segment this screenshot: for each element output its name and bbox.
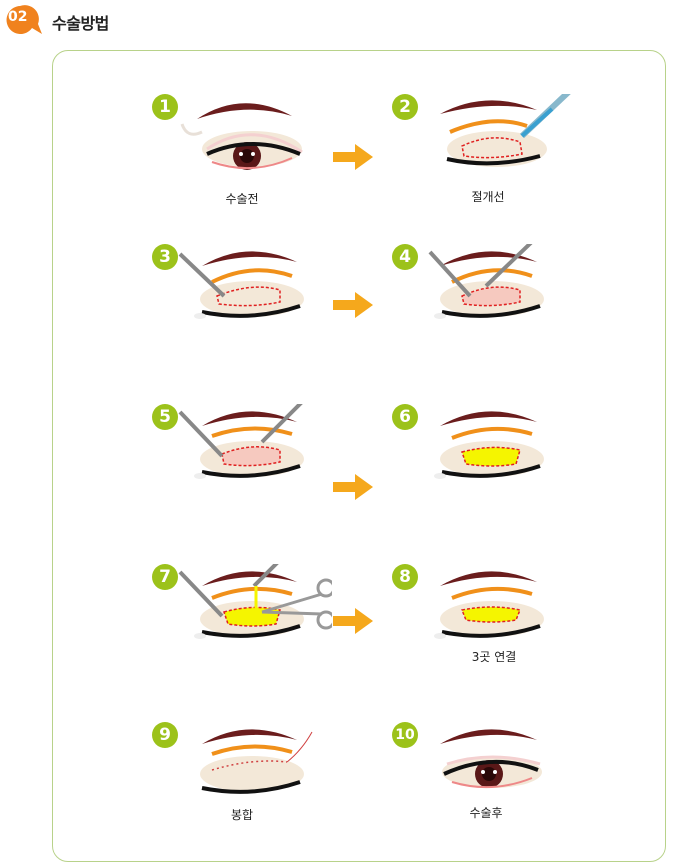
step-10: 10 수술후: [392, 722, 562, 842]
arrow-icon: [333, 474, 373, 500]
step-2: 2 절개선: [392, 94, 571, 214]
step-caption: 절개선: [471, 190, 505, 204]
step-number: 10: [392, 722, 418, 748]
step-8: 8 3곳 연결: [392, 564, 562, 684]
eye-before-illustration: [180, 103, 303, 170]
step-number: 5: [152, 404, 178, 430]
incision-line-illustration: [440, 94, 571, 167]
tissue-removal-illustration: [178, 404, 304, 479]
step-number: 3: [152, 244, 178, 270]
step-caption: 수술전: [225, 192, 259, 206]
step-number: 4: [392, 244, 418, 270]
step-caption: 봉합: [230, 808, 254, 822]
step-number: 1: [152, 94, 178, 120]
suture-illustration: [200, 729, 313, 794]
step-7: 7: [152, 564, 332, 684]
step-number: 6: [392, 404, 418, 430]
fat-removal-scissors-illustration: [178, 564, 332, 639]
step-caption: 3곳 연결: [471, 650, 517, 664]
step-number: 7: [152, 564, 178, 590]
fat-exposure-illustration: [434, 411, 544, 479]
section-number-badge: [6, 5, 42, 34]
step-4: 4: [392, 244, 562, 364]
step-6: 6: [392, 404, 562, 524]
step-caption: 수술후: [469, 806, 503, 820]
step-5: 5: [152, 404, 322, 524]
step-9: 9 봉합: [152, 722, 322, 842]
step-number: 2: [392, 94, 418, 120]
three-point-connection-illustration: [434, 571, 544, 639]
eye-after-illustration: [440, 729, 542, 789]
arrow-icon: [333, 144, 373, 170]
section-header: 02 수술방법: [0, 0, 689, 44]
step-1: 1 수술전: [152, 94, 322, 214]
arrow-icon: [333, 608, 373, 634]
section-number: 02: [8, 9, 28, 25]
step-number: 9: [152, 722, 178, 748]
page-title: 수술방법: [52, 14, 109, 33]
step-number: 8: [392, 564, 418, 590]
arrow-icon: [333, 292, 373, 318]
step-3: 3: [152, 244, 322, 364]
forceps-lift-illustration: [178, 251, 304, 319]
skin-excision-illustration: [428, 244, 544, 319]
